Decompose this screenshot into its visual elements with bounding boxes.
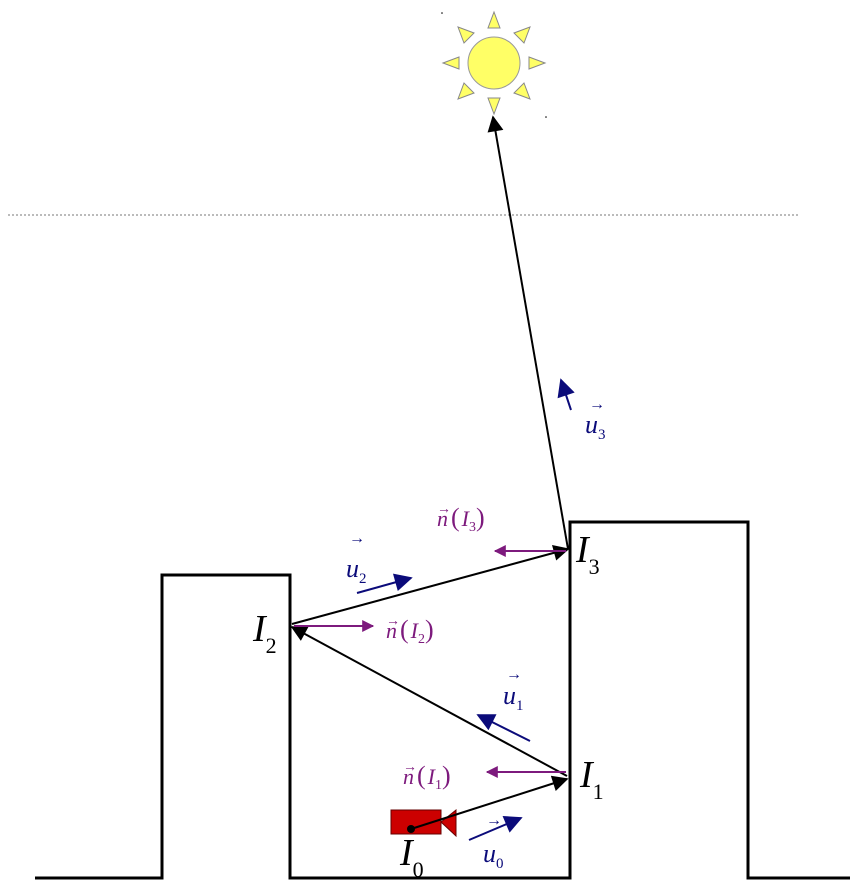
label-u3: → u3 <box>585 396 606 443</box>
svg-text:→: → <box>403 760 417 775</box>
label-u1: → u1 <box>503 666 524 714</box>
label-u0: → u0 <box>483 812 504 872</box>
label-n1: → n(I1) <box>403 760 451 793</box>
svg-text:n(I1): n(I1) <box>403 761 451 793</box>
label-I1: I1 <box>579 754 604 804</box>
svg-text:→: → <box>589 396 605 413</box>
ray-segment-2 <box>291 545 570 625</box>
label-I3: I3 <box>575 529 600 579</box>
ray-segment-1 <box>290 626 568 777</box>
svg-text:n(I2): n(I2) <box>386 615 434 647</box>
direction-vector-u2 <box>356 573 413 594</box>
ray-segment-0 <box>410 775 569 830</box>
label-I2: I2 <box>252 608 277 658</box>
label-I0: I0 <box>399 832 424 880</box>
terrain-outline <box>35 520 850 880</box>
svg-text:n(I3): n(I3) <box>437 503 485 535</box>
svg-text:→: → <box>386 614 400 629</box>
direction-vector-u1 <box>476 714 531 742</box>
camera-icon <box>390 808 457 838</box>
svg-text:u3: u3 <box>585 410 606 443</box>
svg-text:u2: u2 <box>346 554 367 587</box>
svg-text:→: → <box>486 812 502 829</box>
ray-origin-dot <box>407 825 415 833</box>
direction-vector-u3 <box>557 378 575 411</box>
svg-text:u1: u1 <box>503 681 524 714</box>
label-n3: → n(I3) <box>437 502 485 535</box>
sun-icon <box>441 10 547 118</box>
direction-vector-u0 <box>468 816 523 841</box>
label-n2: → n(I2) <box>386 614 434 647</box>
svg-text:→: → <box>506 666 522 683</box>
svg-text:→: → <box>349 530 365 547</box>
ray-segment-3 <box>487 115 569 550</box>
svg-text:u0: u0 <box>483 839 504 872</box>
svg-text:→: → <box>437 502 451 517</box>
label-u2: → u2 <box>346 530 367 587</box>
